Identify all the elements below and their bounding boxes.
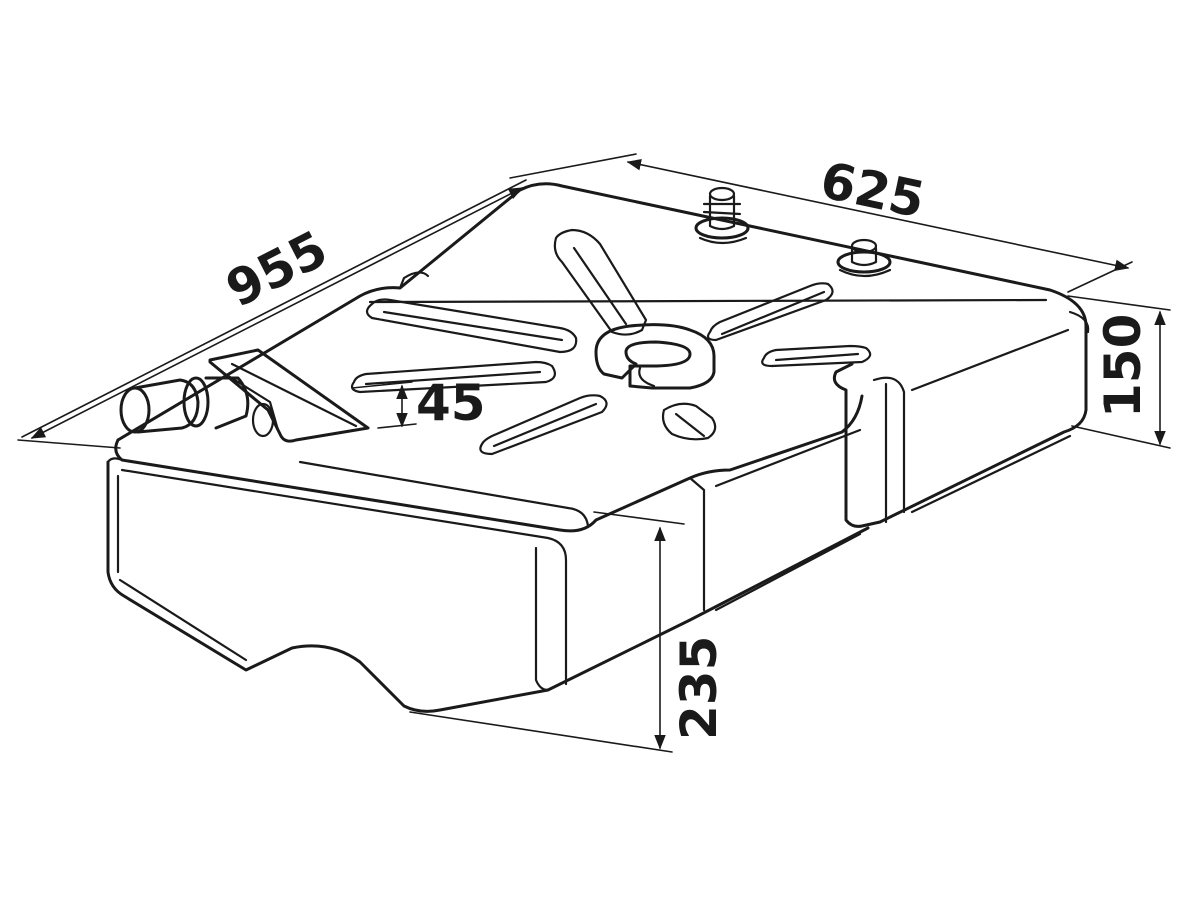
dimension-height-front-label: 235 [670, 636, 728, 740]
sender-fitting [836, 238, 892, 278]
vent-fitting [694, 186, 750, 245]
dimension-recess-label: 45 [416, 374, 486, 432]
dimension-width: 625 [509, 151, 1133, 293]
dimension-length-label: 955 [217, 220, 336, 319]
filler-neck [119, 348, 370, 443]
tank-body [106, 182, 1090, 713]
dimension-height-rear-label: 150 [1094, 314, 1152, 418]
dimension-width-label: 625 [816, 151, 930, 229]
dimension-height-rear: 150 [1067, 295, 1171, 449]
dimension-height-front: 235 [409, 511, 728, 753]
dimension-recess: 45 [351, 374, 486, 432]
center-ring [594, 323, 716, 390]
